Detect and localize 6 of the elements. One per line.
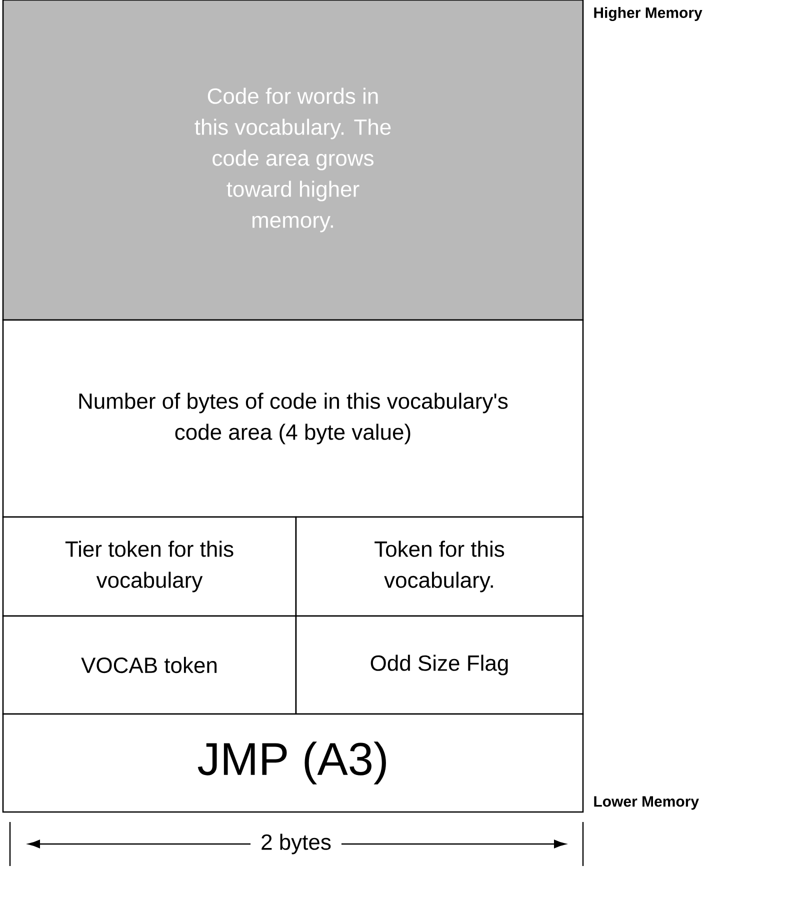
memory-cell: Token for this vocabulary. xyxy=(295,516,584,617)
memory-cell: Odd Size Flag xyxy=(295,615,584,715)
code-area: Code for words in this vocabulary. The code area grows toward higher memory. xyxy=(2,0,584,321)
memory-cell: Tier token for this vocabulary xyxy=(2,516,297,617)
memory-cell: VOCAB token xyxy=(2,615,297,715)
dimension-label: 2 bytes xyxy=(250,832,342,856)
